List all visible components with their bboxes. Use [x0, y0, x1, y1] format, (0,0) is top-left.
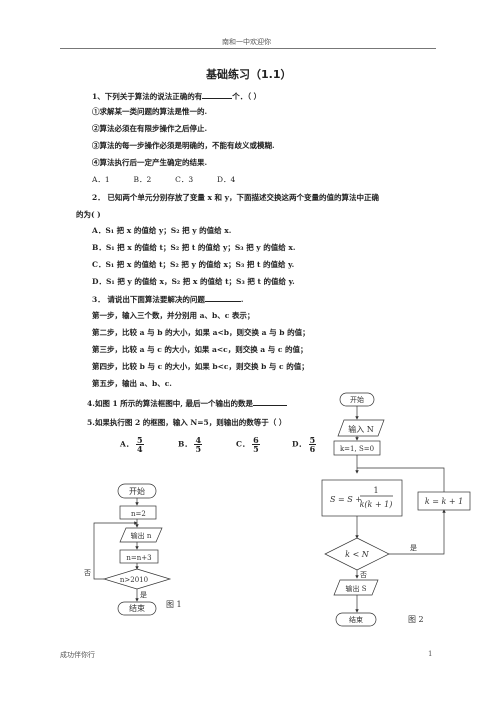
- fig1-no-label: 否: [84, 569, 91, 577]
- q4-stem-text: 4.如图 1 所示的算法框图中, 最后一个输出的数是: [87, 399, 253, 408]
- q1-blank: [202, 91, 233, 99]
- q5-option-a-den: 4: [136, 444, 143, 454]
- q5-stem: 5.如果执行图 2 的框图，输入 N=5，则输出的数等于（ ）: [87, 418, 287, 427]
- fig2-input-parallelogram: [337, 419, 385, 437]
- fig2-end-terminal: [335, 612, 377, 627]
- q3-blank: [204, 294, 241, 302]
- q4-stem: 4.如图 1 所示的算法框图中, 最后一个输出的数是: [87, 398, 287, 408]
- fig2-start-label: 开始: [350, 395, 364, 404]
- footer-left: 成功伴你行: [60, 651, 95, 659]
- q4-blank: [253, 398, 287, 406]
- fig1-update-box: [119, 549, 159, 564]
- q3-step-5: 第五步，输出 a、b、c.: [92, 379, 172, 388]
- fig2-caption: 图 2: [408, 615, 424, 624]
- flowchart-figure-2: 开始 输入 N k=1, S=0 S = S + 1 k(k + 1) k = …: [321, 392, 471, 627]
- fig2-increment-label: k = k + 1: [425, 497, 463, 506]
- fig1-caption: 图 1: [166, 600, 182, 609]
- fig1-yes-label: 是: [140, 591, 147, 599]
- q2-option-b: B．S₁ 把 x 的值给 t；S₂ 把 t 的值给 y；S₃ 把 y 的值给 x…: [92, 243, 296, 252]
- q5-option-d-num: 5: [308, 435, 317, 445]
- q5-option-d-label: D．: [292, 439, 307, 449]
- fig2-end-label: 结束: [349, 615, 363, 624]
- q1-statement-4: ④算法执行后一定产生确定的结果.: [92, 158, 208, 167]
- fig1-start-label: 开始: [129, 486, 145, 496]
- q3-stem-text: 3． 请说出下面算法要解决的问题: [92, 295, 205, 304]
- fig2-yes-label: 是: [410, 544, 417, 552]
- fig2-output-label: 输出 S: [345, 584, 366, 593]
- q3-step-1: 第一步，输入三个数，并分别用 a、b、c 表示；: [92, 311, 255, 320]
- q1-options: A．1 B．2 C．3 D．4: [92, 175, 236, 184]
- q3-step-4: 第四步，比较 b 与 c 的大小，如果 b<c，则交换 b 与 c 的值；: [92, 362, 309, 371]
- fig1-init-box: [119, 505, 157, 520]
- q5-option-b-den: 5: [195, 444, 202, 454]
- fig1-output-parallelogram: [119, 527, 163, 543]
- q1-stem-text: 1、下列关于算法的说法正确的有: [92, 92, 203, 101]
- page-title: 基础练习（1.1）: [206, 68, 292, 81]
- q5-option-b-label: B．: [178, 439, 192, 449]
- q5-option-a-num: 5: [135, 435, 144, 445]
- q2-stem-line1: 2． 已知两个单元分别存放了变量 x 和 y，下面描述交换这两个变量的值的算法中…: [92, 193, 379, 202]
- footer-page-number: 1: [428, 650, 433, 658]
- q3-step-3: 第三步，比较 a 与 c 的大小，如果 a<c，则交换 a 与 c 的值；: [92, 345, 308, 354]
- q2-stem-line2: 的为( ): [76, 210, 101, 219]
- fig2-formula-left: S = S +: [330, 495, 362, 504]
- q2-option-a: A．S₁ 把 x 的值给 y；S₂ 把 y 的值给 x.: [92, 226, 232, 235]
- fig1-init-label: n=2: [131, 510, 146, 518]
- q3-stem-tail: .: [240, 295, 244, 304]
- q5-option-b-num: 4: [194, 435, 203, 445]
- q3-step-2: 第二步，比较 a 与 b 的大小，如果 a<b，则交换 a 与 b 的值；: [92, 328, 310, 337]
- q1-statement-1: ①求解某一类问题的算法是惟一的.: [92, 107, 208, 116]
- fig2-input-label: 输入 N: [348, 424, 374, 434]
- fig2-formula-num: 1: [373, 486, 378, 495]
- fig1-update-label: n=n+3: [126, 554, 151, 562]
- q5-option-c-label: C．: [236, 439, 250, 449]
- q3-stem: 3． 请说出下面算法要解决的问题.: [92, 294, 243, 304]
- fig2-no-label: 否: [360, 571, 367, 579]
- q5-option-c-num: 6: [252, 435, 260, 445]
- q5-option-a-label: A．: [120, 439, 134, 449]
- q1-stem-tail: 个．（ ）: [232, 92, 262, 101]
- fig2-condition-label: k < N: [345, 550, 370, 559]
- flowchart-figure-1: 开始 n=2 输出 n n=n+3 n>2010 否 是 结束 图 1: [84, 483, 182, 616]
- page-header: 南和一中欢迎你: [222, 38, 271, 46]
- header-rule: [60, 48, 436, 49]
- q5-option-c-den: 5: [253, 444, 259, 454]
- q1-stem: 1、下列关于算法的说法正确的有 个．（ ）: [92, 91, 261, 101]
- q1-statement-2: ②算法必须在有限步操作之后停止.: [92, 124, 208, 133]
- q5-option-d-den: 6: [309, 444, 316, 454]
- fig1-output-label: 输出 n: [131, 531, 152, 540]
- q1-statement-3: ③算法的每一步操作必须是明确的，不能有歧义或模糊.: [92, 141, 275, 150]
- fig2-init-label: k=1, S=0: [340, 445, 374, 453]
- q2-option-d: D．S₁ 把 y 的值给 x，S₂ 把 x 的值给 t；S₃ 把 t 的值给 y…: [92, 277, 295, 286]
- fig2-output-parallelogram: [333, 579, 379, 596]
- fig1-end-label: 结束: [129, 603, 145, 613]
- fig2-formula-den: k(k + 1): [360, 500, 393, 509]
- fig1-end-terminal: [117, 601, 157, 616]
- fig2-formula-box: [321, 479, 403, 517]
- fig1-condition-label: n>2010: [120, 576, 148, 584]
- q2-option-c: C．S₁ 把 x 的值给 t；S₂ 把 y 的值给 x；S₃ 把 t 的值给 y…: [92, 260, 295, 269]
